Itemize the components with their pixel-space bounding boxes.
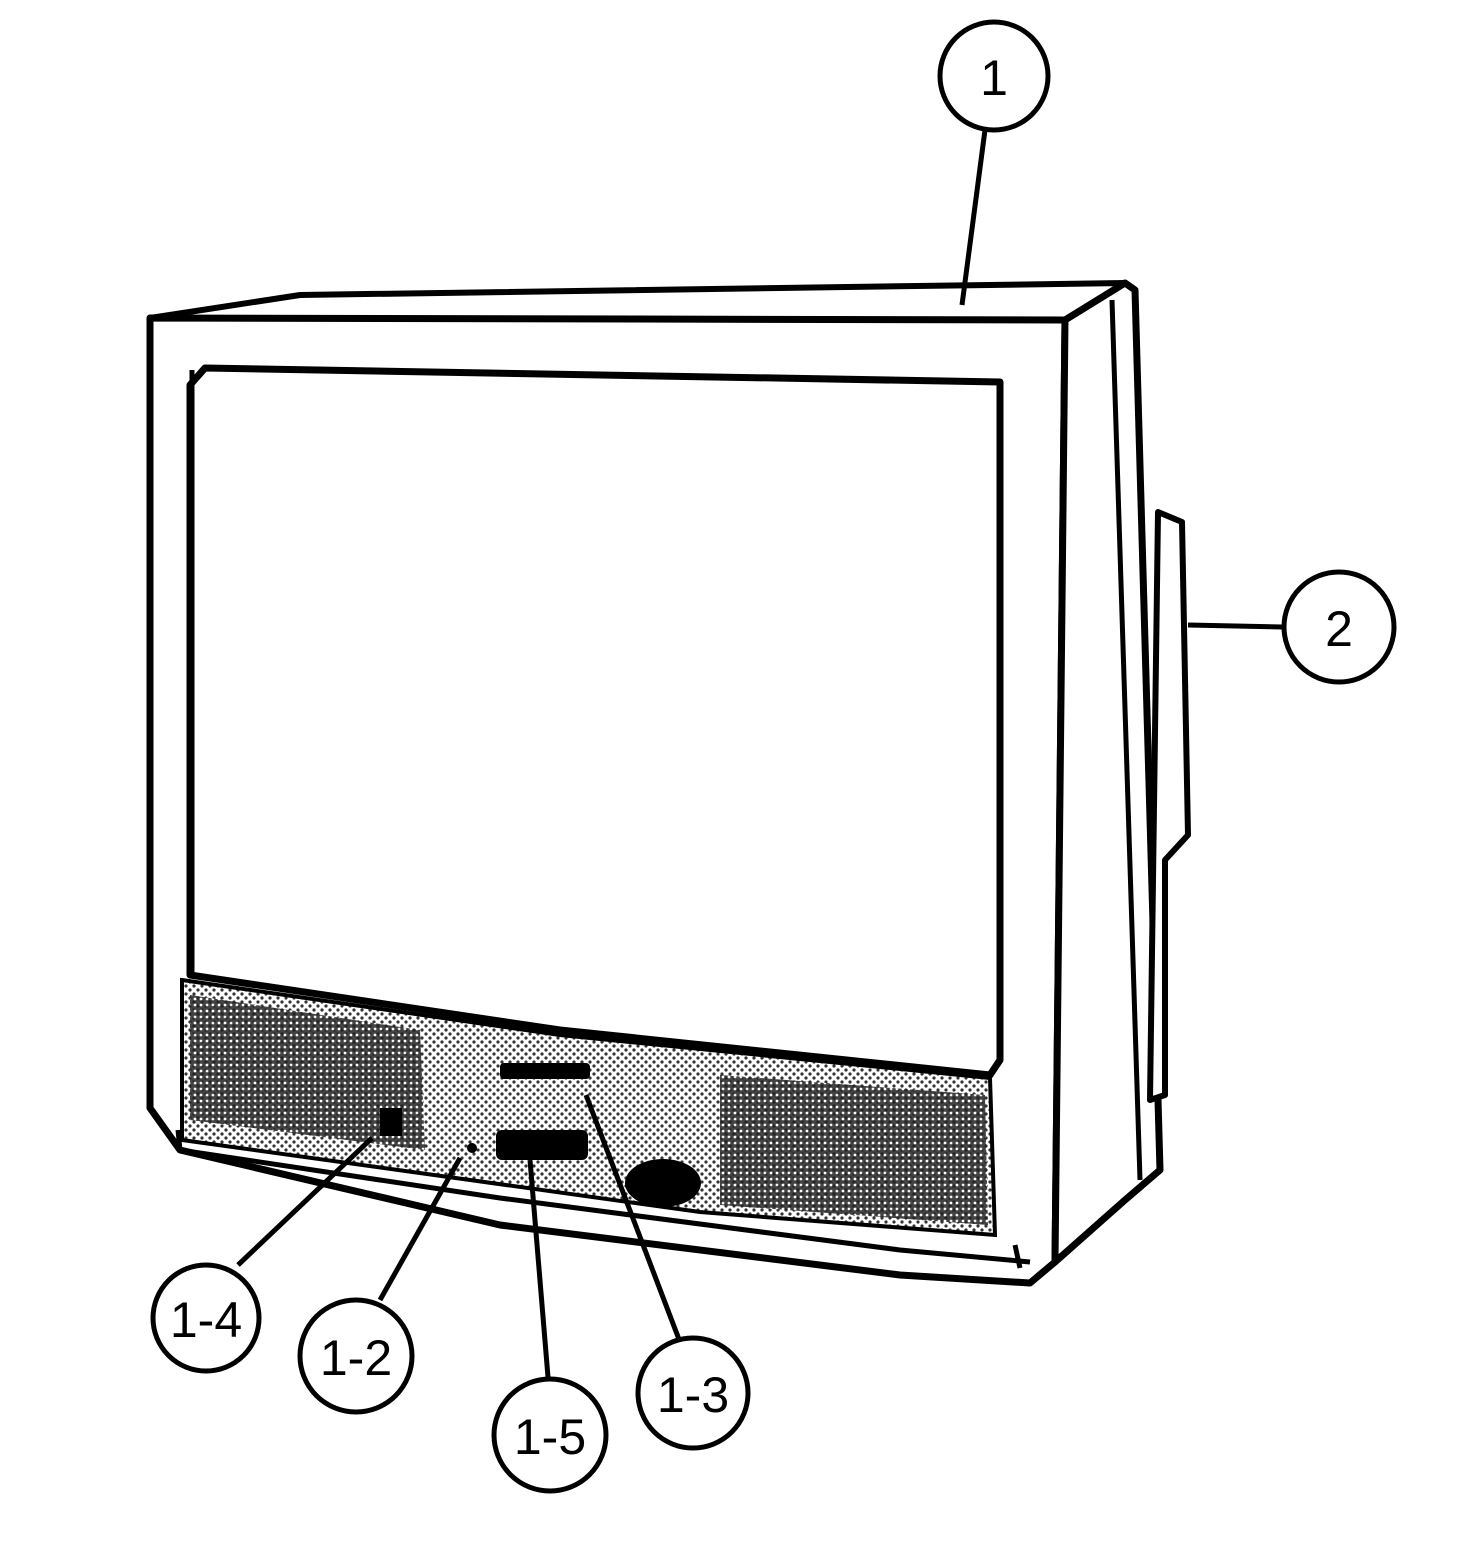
callout-2: 2 (1281, 569, 1397, 685)
callout-1-3: 1-3 (635, 1335, 751, 1451)
callout-1: 1 (937, 19, 1051, 133)
control-knob-badge (625, 1159, 701, 1207)
leader-1-5 (527, 1159, 551, 1378)
leader-1-3 (583, 1094, 683, 1343)
speaker-left (190, 995, 425, 1150)
rear-cover (1147, 509, 1191, 1103)
model-badge (500, 1063, 590, 1079)
power-button (380, 1108, 402, 1136)
callout-label-1-5: 1-5 (514, 1409, 586, 1465)
leader-2 (1187, 622, 1283, 630)
cabinet-right-side (1051, 279, 1164, 1266)
remote-sensor (467, 1143, 477, 1153)
cabinet-bottom-edge (175, 1129, 183, 1151)
callout-label-1: 1 (980, 50, 1008, 106)
cabinet-foot (1012, 1244, 1023, 1269)
cabinet-side-crease (1109, 299, 1143, 1181)
crt-screen (186, 364, 1004, 1079)
callout-label-1-2: 1-2 (320, 1330, 392, 1386)
tv-cabinet (146, 279, 1191, 1287)
leader-1-4 (236, 1136, 374, 1267)
callout-label-2: 2 (1325, 601, 1353, 657)
brand-logo (496, 1130, 588, 1160)
callout-1-4: 1-4 (150, 1262, 262, 1374)
cabinet-top (147, 280, 1128, 323)
callout-1-5: 1-5 (491, 1376, 609, 1494)
callout-label-1-3: 1-3 (657, 1367, 729, 1423)
callout-1-2: 1-2 (297, 1297, 415, 1415)
speaker-right (720, 1075, 988, 1225)
leader-1 (959, 129, 988, 306)
cabinet-lower-lip (179, 1147, 1031, 1265)
leader-1-2 (377, 1156, 463, 1302)
callouts: 1 2 1-4 1-2 1-5 1-3 (150, 19, 1397, 1494)
callout-label-1-4: 1-4 (170, 1292, 242, 1348)
leader-lines (236, 129, 1283, 1378)
